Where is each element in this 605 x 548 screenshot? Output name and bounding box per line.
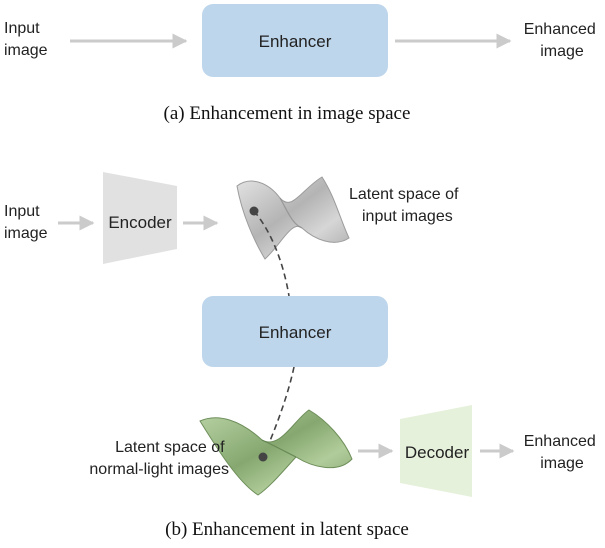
latent-point-normal [258, 452, 268, 462]
panel-b-enhancer-box [202, 296, 388, 367]
panel-a-caption: (a) Enhancement in image space [164, 103, 411, 124]
decoder-label: Decoder [405, 443, 470, 462]
panel-b-input-label: Input image [4, 203, 48, 242]
dashed-path-upper [253, 210, 290, 297]
panel-a-input-label: Input image [4, 20, 48, 59]
encoder-label: Encoder [108, 213, 172, 232]
decoder-block [400, 405, 472, 497]
panel-a: Input image Enhancer Enhanced image (a) … [4, 4, 601, 124]
latent-input-label: Latent space of input images [349, 186, 463, 225]
panel-b: Input image Encoder Latent space of inpu… [4, 172, 601, 540]
panel-a-output-label: Enhanced image [524, 21, 601, 60]
encoder-block [103, 172, 177, 264]
panel-a-enhancer-label: Enhancer [259, 32, 332, 51]
latent-normal-label: Latent space of normal-light images [89, 439, 229, 478]
latent-surface-input [236, 176, 350, 260]
latent-surface-normal [199, 409, 353, 496]
panel-b-enhancer-label: Enhancer [259, 323, 332, 342]
panel-a-enhancer-box [202, 4, 388, 77]
panel-b-caption: (b) Enhancement in latent space [165, 519, 409, 540]
panel-b-output-label: Enhanced image [524, 433, 601, 472]
